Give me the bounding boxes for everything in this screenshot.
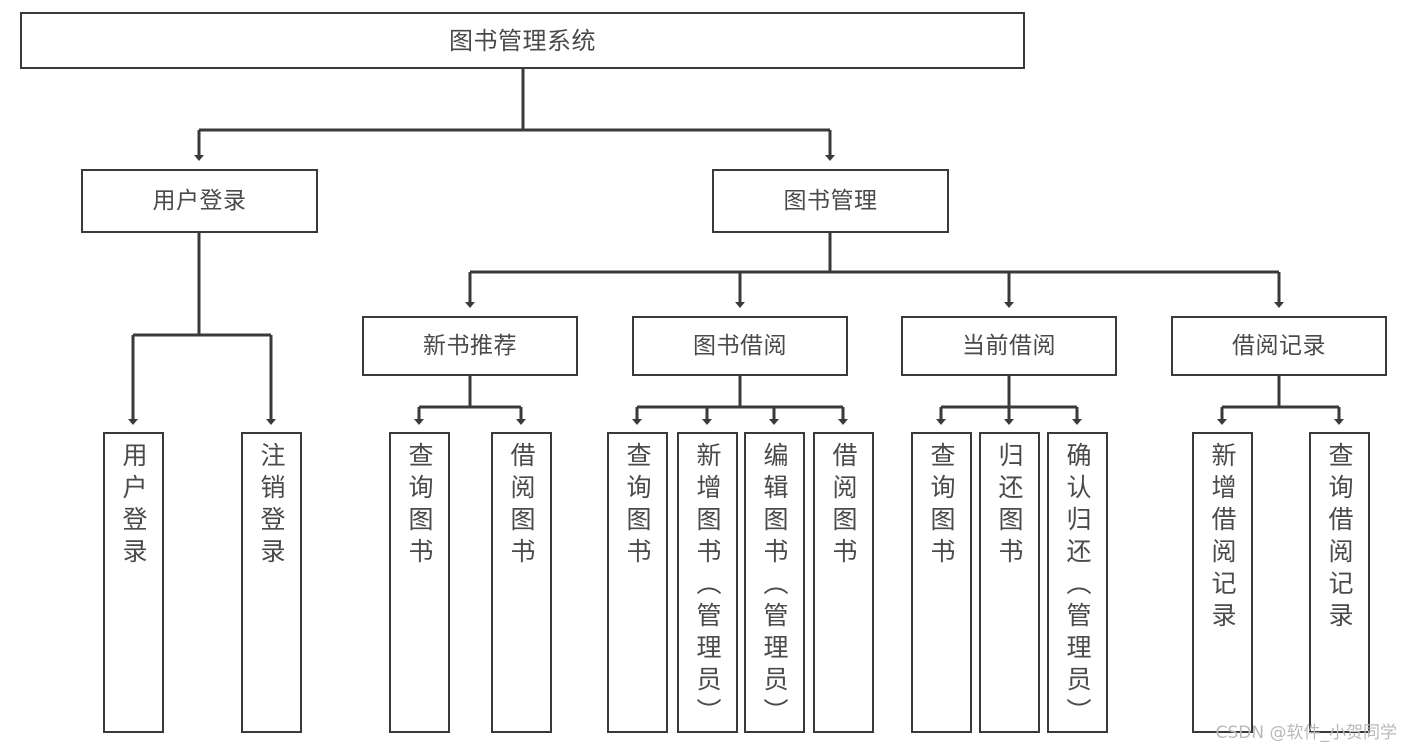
node-label: 查询图书 [405,442,434,570]
node-user-login[interactable]: 用户登录 [81,169,318,233]
node-label: 归还图书 [995,442,1024,570]
leaf-query-book-borrow[interactable]: 查询图书 [607,432,668,733]
leaf-user-login[interactable]: 用户登录 [103,432,164,733]
leaf-edit-book-admin[interactable]: 编辑图书（管理员） [744,432,805,733]
node-label: 当前借阅 [962,332,1056,359]
leaf-borrow-book-recommend[interactable]: 借阅图书 [491,432,552,733]
node-label: 新增图书（管理员） [693,442,722,730]
node-current-borrow[interactable]: 当前借阅 [901,316,1117,376]
node-label: 图书管理系统 [449,26,596,55]
node-label: 图书管理 [783,187,878,214]
node-label: 借阅记录 [1232,332,1326,359]
node-book-management[interactable]: 图书管理 [712,169,949,233]
node-root-book-management-system[interactable]: 图书管理系统 [20,12,1025,69]
node-label: 新增借阅记录 [1208,442,1237,634]
node-label: 注销登录 [257,442,286,570]
node-label: 图书借阅 [693,332,787,359]
node-label: 借阅图书 [507,442,536,570]
node-label: 用户登录 [119,442,148,570]
node-label: 借阅图书 [829,442,858,570]
node-label: 编辑图书（管理员） [760,442,789,730]
leaf-borrow-book[interactable]: 借阅图书 [813,432,874,733]
node-book-borrow[interactable]: 图书借阅 [632,316,848,376]
node-label: 查询图书 [927,442,956,570]
node-label: 用户登录 [152,187,247,214]
node-label: 查询图书 [623,442,652,570]
leaf-confirm-return-admin[interactable]: 确认归还（管理员） [1047,432,1108,733]
leaf-add-borrow-record[interactable]: 新增借阅记录 [1192,432,1253,733]
node-new-book-recommend[interactable]: 新书推荐 [362,316,578,376]
leaf-query-borrow-record[interactable]: 查询借阅记录 [1309,432,1370,733]
leaf-add-book-admin[interactable]: 新增图书（管理员） [677,432,738,733]
leaf-return-book[interactable]: 归还图书 [979,432,1040,733]
node-label: 新书推荐 [423,332,517,359]
node-label: 确认归还（管理员） [1063,442,1092,730]
node-borrow-record[interactable]: 借阅记录 [1171,316,1387,376]
node-label: 查询借阅记录 [1325,442,1354,634]
csdn-watermark: CSDN @软件_小贺同学 [1215,723,1397,743]
leaf-query-book-current[interactable]: 查询图书 [911,432,972,733]
leaf-logout[interactable]: 注销登录 [241,432,302,733]
leaf-query-book-recommend[interactable]: 查询图书 [389,432,450,733]
